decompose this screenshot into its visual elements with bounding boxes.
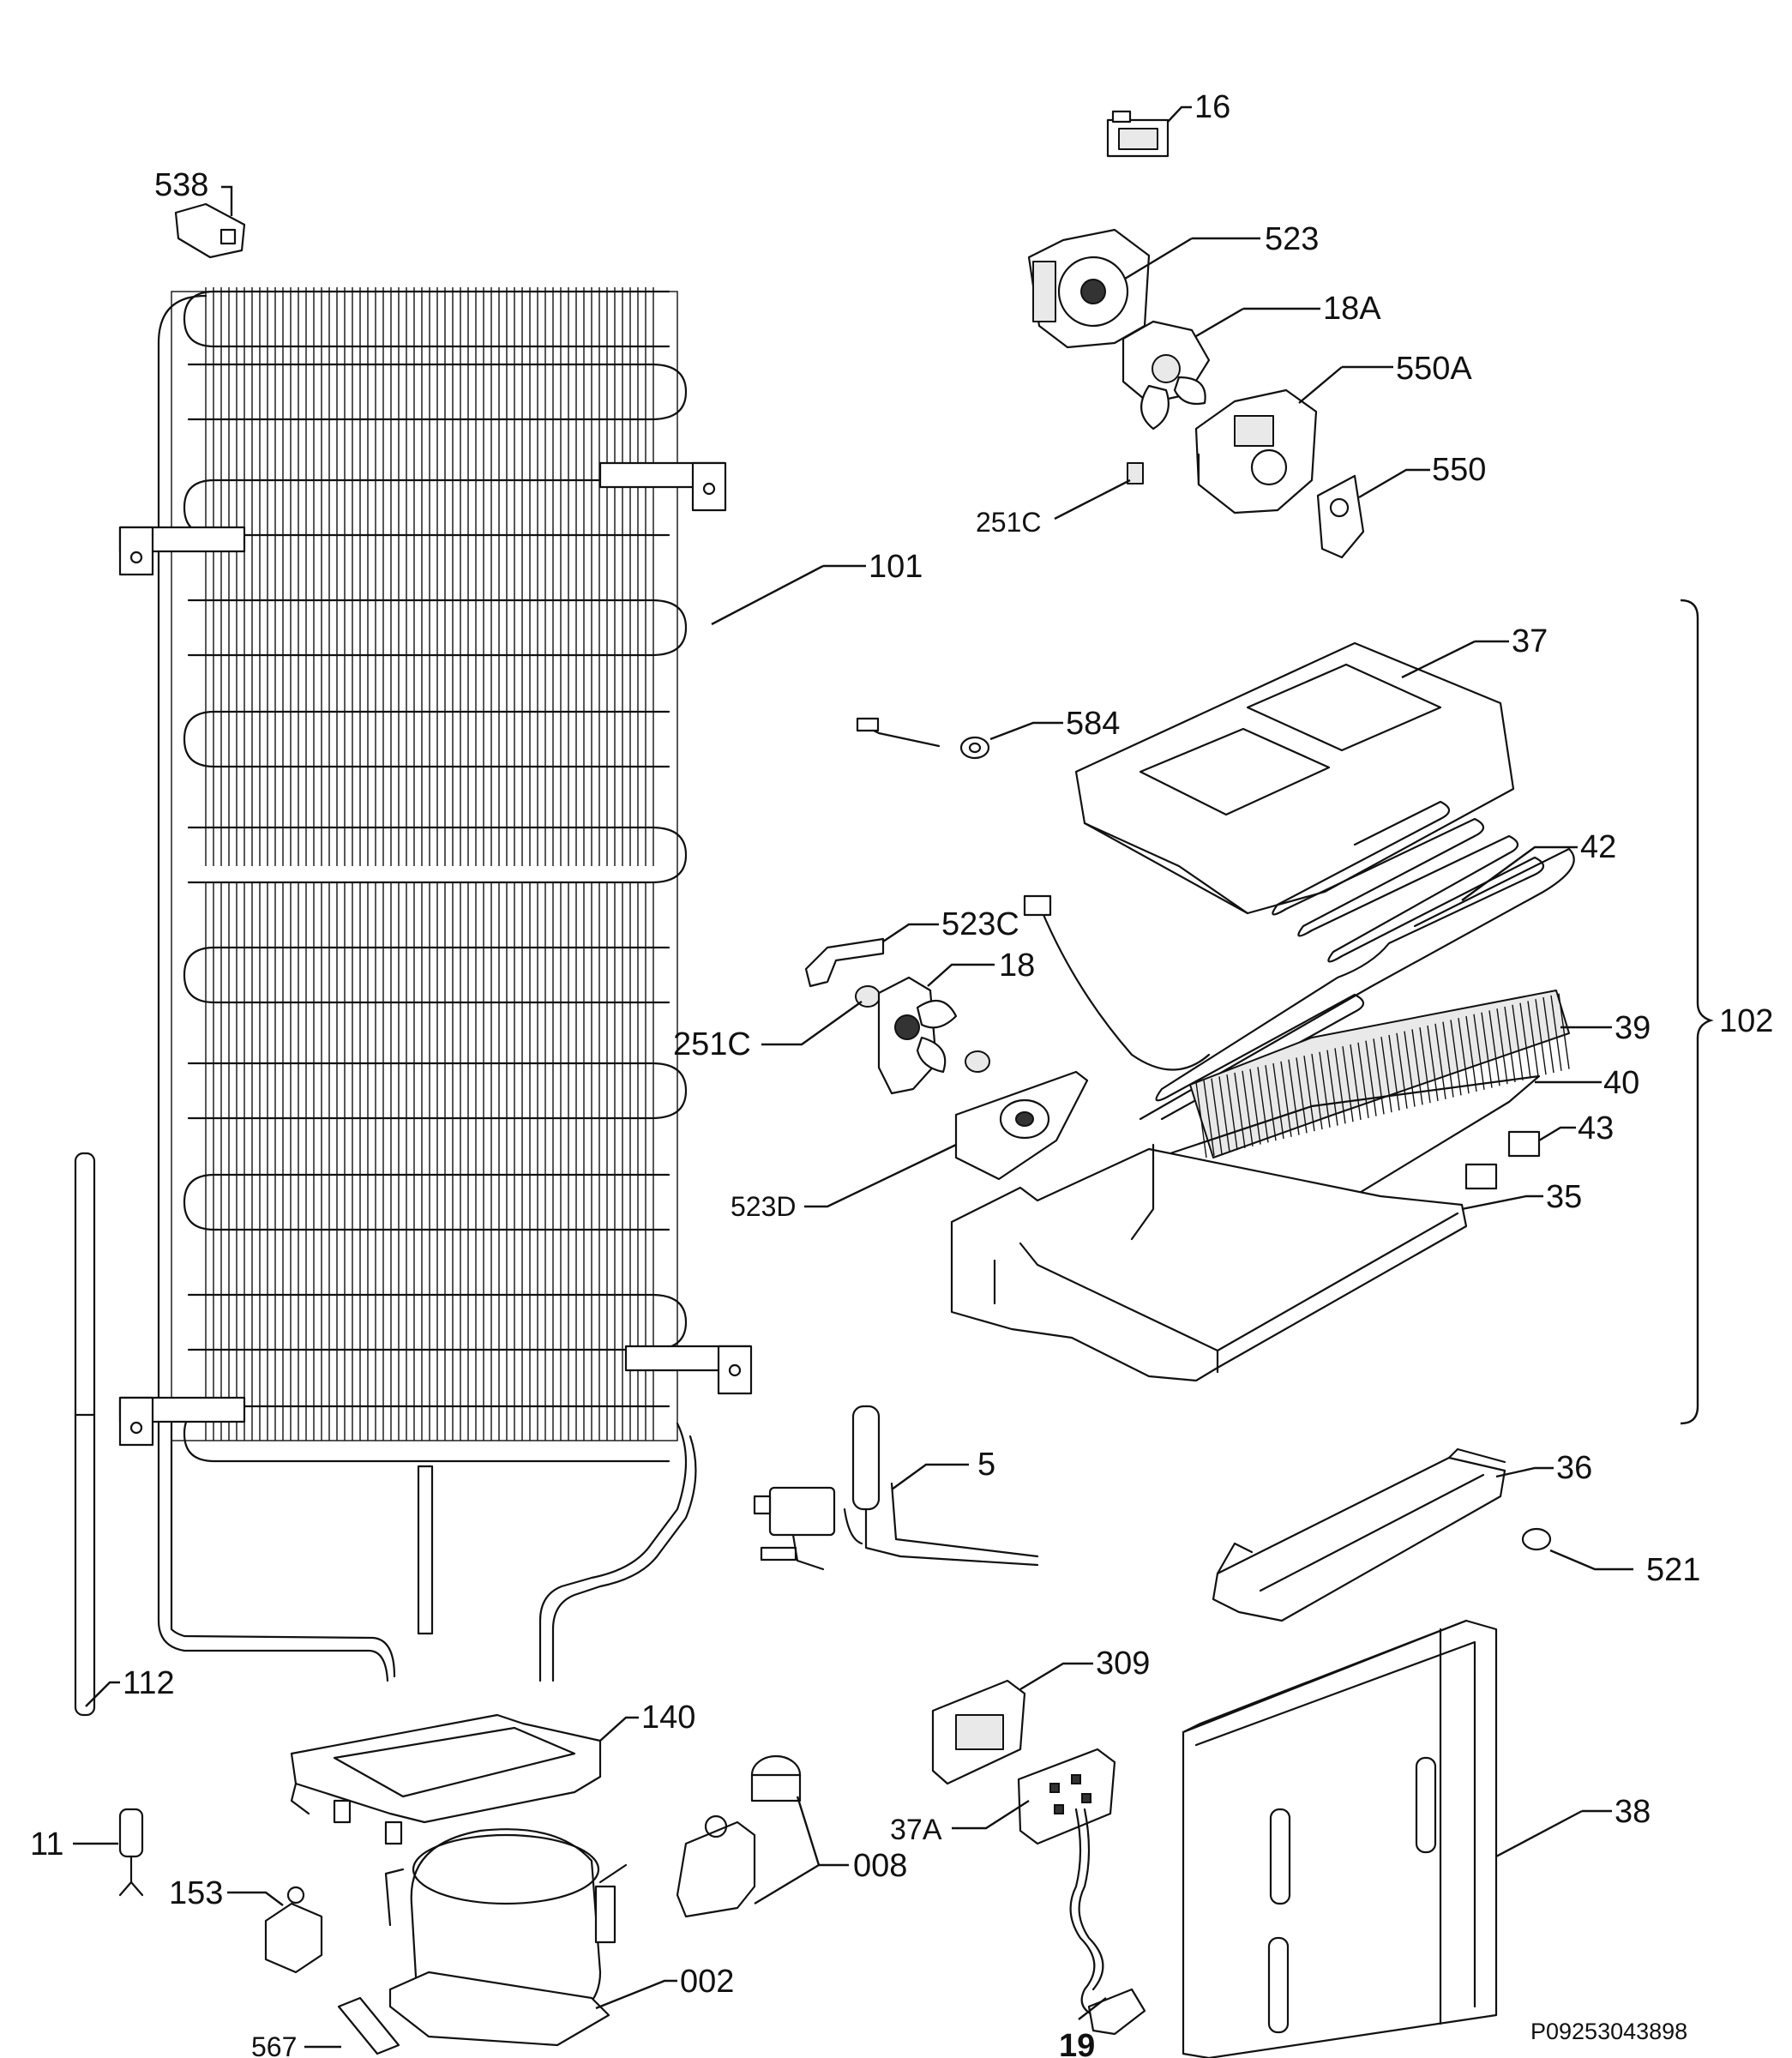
label-16: 16 xyxy=(1194,89,1230,125)
condenser-bracket xyxy=(118,526,246,576)
part-251C-small-clip xyxy=(1127,462,1144,484)
label-523C: 523C xyxy=(941,906,1019,942)
part-18-fan xyxy=(877,976,958,1095)
part-35-drain-tray xyxy=(950,1143,1468,1382)
label-18A: 18A xyxy=(1323,291,1381,327)
label-19: 19 xyxy=(1059,2028,1095,2058)
part-38-panel xyxy=(1182,1619,1498,2058)
label-35: 35 xyxy=(1546,1179,1582,1215)
label-42: 42 xyxy=(1580,829,1616,865)
label-11: 11 xyxy=(30,1826,63,1862)
label-36: 36 xyxy=(1556,1450,1592,1486)
part-42-defrost-heater xyxy=(1023,800,1575,1121)
label-5: 5 xyxy=(977,1447,995,1483)
label-37A: 37A xyxy=(890,1814,942,1846)
label-309: 309 xyxy=(1096,1646,1150,1682)
label-251C-top: 251C xyxy=(976,507,1042,538)
part-37-evaporator-cover xyxy=(1074,641,1515,915)
label-40: 40 xyxy=(1603,1065,1639,1101)
label-523D: 523D xyxy=(731,1191,797,1222)
part-538-clip xyxy=(174,202,246,259)
part-523-fan-housing xyxy=(1027,228,1151,349)
label-521: 521 xyxy=(1646,1552,1700,1588)
label-39: 39 xyxy=(1615,1010,1651,1046)
part-19-power-cord xyxy=(1069,1808,1146,2036)
label-008: 008 xyxy=(853,1848,907,1884)
part-523C-bracket xyxy=(804,937,885,988)
part-567-strip xyxy=(337,1996,400,2055)
reference-code: P09253043898 xyxy=(1530,2019,1687,2044)
label-002: 002 xyxy=(680,1964,734,2000)
part-140-compressor-bracket xyxy=(290,1713,602,1845)
label-102: 102 xyxy=(1719,1003,1773,1039)
callout-labels: 16 538 523 18A 550A 550 251C 101 37 584 … xyxy=(30,89,1773,2058)
condenser-bracket xyxy=(624,1345,753,1395)
part-112-tube xyxy=(74,1152,96,1717)
part-550-cover-plate xyxy=(1316,474,1365,559)
label-550A: 550A xyxy=(1396,351,1472,387)
part-521-ring xyxy=(1521,1527,1552,1551)
part-008-starter-relay xyxy=(676,1754,802,1918)
part-36-shelf-rail xyxy=(1212,1447,1506,1622)
part-11-thermostat-bulb xyxy=(118,1808,144,1897)
part-37A-control-module xyxy=(1017,1748,1116,1845)
part-550A-fan-cover xyxy=(1194,388,1318,514)
part-16-connector xyxy=(1106,110,1170,158)
label-43: 43 xyxy=(1578,1110,1614,1146)
part-43-clips xyxy=(1464,1130,1541,1190)
label-18: 18 xyxy=(999,948,1035,984)
condenser-rods xyxy=(205,287,654,1441)
fin-lines xyxy=(1195,993,1570,1158)
label-523: 523 xyxy=(1265,221,1319,257)
label-584: 584 xyxy=(1066,706,1120,742)
label-101: 101 xyxy=(869,549,923,585)
condenser-bracket xyxy=(118,1396,246,1447)
label-38: 38 xyxy=(1615,1794,1651,1830)
assembly-102-brace xyxy=(1680,599,1714,1425)
label-251C-mid: 251C xyxy=(673,1026,751,1062)
label-112: 112 xyxy=(123,1665,175,1701)
part-309-electronic-board xyxy=(931,1679,1026,1785)
label-567: 567 xyxy=(251,2031,297,2058)
condenser-101 xyxy=(118,287,753,1682)
part-18A-fan-motor xyxy=(1122,320,1211,430)
part-5-solenoid-valve xyxy=(753,1405,1039,1571)
part-002-compressor xyxy=(384,1828,628,2047)
label-538: 538 xyxy=(154,167,208,203)
part-251C-grommet xyxy=(855,985,990,1073)
label-37: 37 xyxy=(1512,623,1548,659)
part-584-sensor xyxy=(856,717,990,760)
label-140: 140 xyxy=(641,1700,695,1736)
label-153: 153 xyxy=(169,1875,223,1911)
part-523D-fan-plate xyxy=(954,1070,1089,1181)
label-550: 550 xyxy=(1432,452,1486,488)
part-153-valve xyxy=(264,1886,323,1974)
condenser-bracket xyxy=(598,461,727,512)
